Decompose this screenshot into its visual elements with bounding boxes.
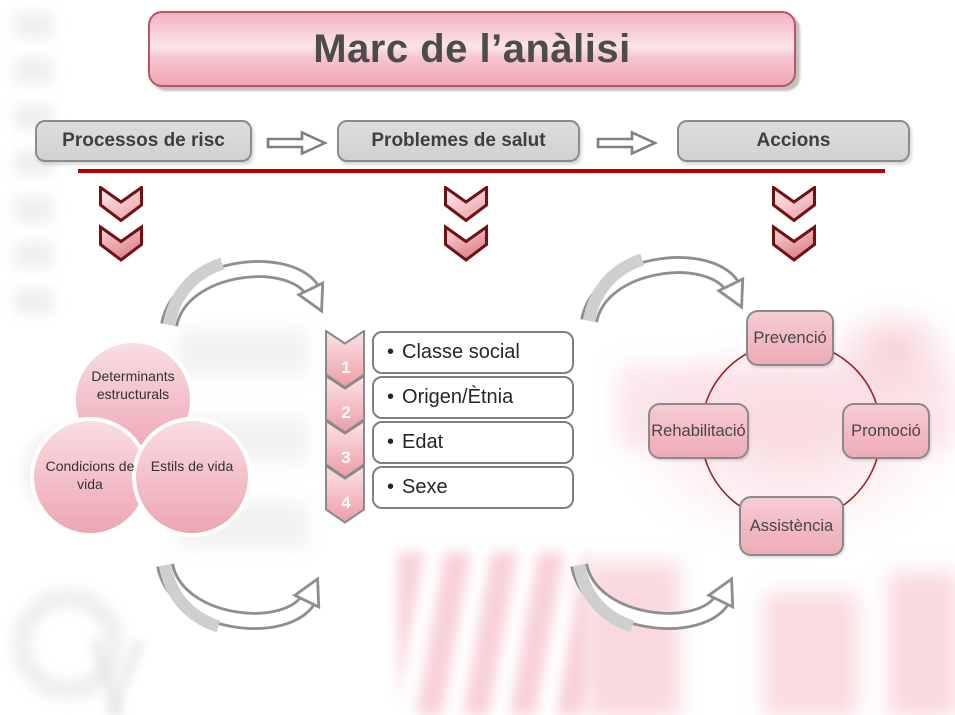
cycle-node-label: Prevenció	[753, 328, 827, 347]
double-chevron-down-icon	[99, 186, 143, 262]
list-number-1: 1	[341, 358, 351, 377]
bullet-icon: •	[387, 386, 395, 408]
list-number-3: 3	[341, 448, 351, 467]
cycle-node-rehabilitacio: Rehabilitació	[648, 403, 749, 459]
flow-box-accions: Accions	[677, 120, 910, 162]
cycle-node-prevencio: Prevenció	[746, 310, 834, 366]
double-chevron-down-icon	[772, 186, 816, 262]
flow-box-problemes-de-salut: Problemes de salut	[337, 120, 580, 162]
watermark-gray-ring	[12, 588, 124, 700]
watermark-left-text-strip	[14, 12, 54, 332]
flow-box-label: Problemes de salut	[371, 130, 546, 151]
watermark-pink-stripes	[398, 552, 588, 715]
curved-arrow-icon	[156, 562, 321, 633]
cycle-node-label: Rehabilitació	[651, 421, 746, 440]
list-item-label: Sexe	[402, 476, 448, 498]
cycle-node-assistencia: Assistència	[739, 496, 844, 556]
cycle-node-label: Assistència	[749, 516, 834, 535]
list-chevron-1	[325, 330, 365, 389]
cycle-node-label: Promoció	[851, 421, 921, 440]
slide-title: Marc de l’anàlisi	[313, 26, 631, 71]
curved-arrow-icon	[580, 253, 745, 324]
circle-label: Determinants estructurals	[91, 368, 175, 402]
list-number-2: 2	[341, 403, 351, 422]
right-arrow-icon	[596, 130, 658, 156]
bullet-icon: •	[387, 341, 395, 363]
list-item-classe-social: • Classe social	[372, 331, 574, 374]
slide-title-banner: Marc de l’anàlisi	[148, 11, 796, 87]
bullet-icon: •	[387, 476, 395, 498]
bullet-icon: •	[387, 431, 395, 453]
watermark-gray-stroke	[103, 638, 147, 715]
list-item-label: Edat	[402, 431, 444, 453]
circle-label: Estils de vida	[150, 458, 234, 474]
list-item-edat: • Edat	[372, 421, 574, 464]
cycle-node-promocio: Promoció	[842, 403, 930, 459]
list-item-label: Classe social	[402, 341, 520, 363]
list-item-label: Origen/Ètnia	[402, 386, 514, 408]
red-divider-line	[78, 169, 885, 173]
flow-box-label: Processos de risc	[62, 130, 225, 151]
watermark-pink-band	[888, 572, 955, 715]
curved-arrow-icon	[570, 562, 735, 633]
list-item-sexe: • Sexe	[372, 466, 574, 509]
watermark-gray-stroke	[87, 637, 127, 715]
flow-box-label: Accions	[756, 130, 831, 151]
flow-box-processos-de-risc: Processos de risc	[35, 120, 252, 162]
double-chevron-down-icon	[444, 186, 488, 262]
circle-label: Condicions de vida	[45, 458, 135, 492]
list-number-4: 4	[341, 493, 351, 512]
circle-estils-de-vida	[132, 417, 252, 537]
watermark-pink-band	[764, 592, 858, 715]
right-arrow-icon	[266, 130, 328, 156]
list-item-origen-etnia: • Origen/Ètnia	[372, 376, 574, 419]
curved-arrow-icon	[160, 257, 325, 328]
